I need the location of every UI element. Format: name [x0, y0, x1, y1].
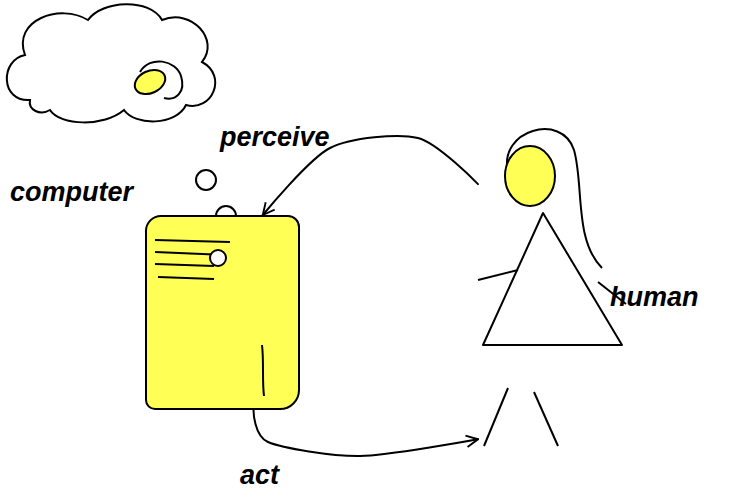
thought-cloud [7, 4, 215, 122]
human-body [483, 213, 622, 345]
node-label: human [610, 282, 699, 312]
arrow-connector [254, 410, 479, 456]
thought-blob [131, 65, 169, 98]
box-mark [262, 345, 264, 396]
thought-outline [140, 61, 182, 98]
screen-line [155, 252, 226, 255]
human-head [505, 146, 555, 206]
human-arm [478, 270, 518, 280]
screen-line [155, 240, 230, 242]
thought-bubble [196, 170, 216, 190]
node-label: computer [10, 177, 133, 207]
thought-bubble [210, 250, 226, 266]
screen-line [158, 277, 214, 279]
connector-label: perceive [220, 122, 330, 152]
computer-box: computer [145, 215, 300, 410]
human-hair [507, 129, 602, 268]
human-arm [598, 282, 626, 304]
human-figure: human [478, 140, 625, 455]
connector-label: act [240, 460, 279, 490]
human-leg [534, 392, 558, 446]
human-leg [484, 388, 508, 446]
screen-line [155, 264, 214, 266]
